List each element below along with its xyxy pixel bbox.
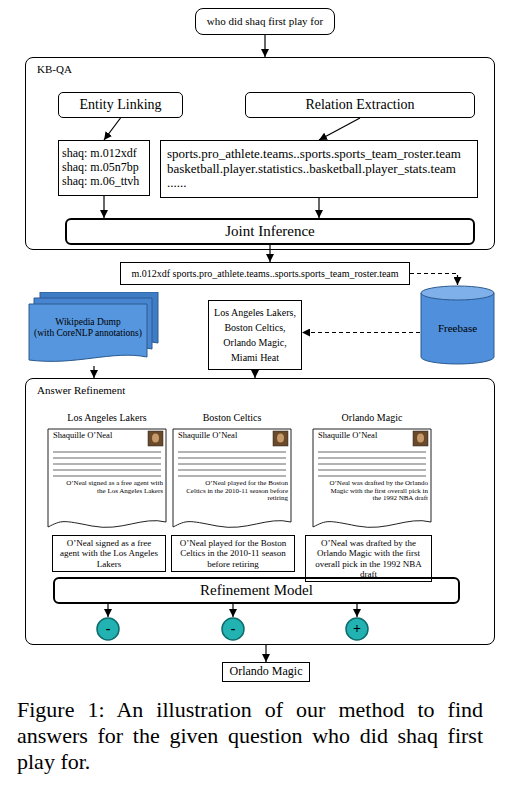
document-page-outline	[48, 429, 166, 527]
relation-list: sports.pro_athlete.teams..sports.sports_…	[167, 147, 471, 192]
score-sign: -	[231, 622, 236, 636]
arrow-connector	[103, 196, 104, 218]
text-holder: -	[96, 617, 120, 641]
arrow-connector	[318, 198, 319, 218]
dashed-connector	[410, 274, 458, 286]
arrow-connector	[356, 604, 357, 617]
document-text: O’Neal played for the Boston Celtics in …	[186, 480, 288, 503]
arrow-connector	[93, 366, 94, 378]
sentence-text: O’Neal was drafted by the Orlando Magic …	[309, 538, 428, 579]
document-page-outline	[313, 429, 431, 527]
result-box: m.012xdf sports.pro_athlete.teams..sport…	[120, 262, 410, 285]
document-text: O’Neal was drafted by the Orlando Magic …	[326, 480, 428, 503]
score-sign: -	[106, 622, 111, 636]
text-holder: Shaquille O’Neal	[318, 431, 410, 440]
answer-text: Orlando Magic	[230, 665, 303, 679]
document-page: Orlando MagicShaquille O’NealO’Neal was …	[312, 428, 432, 532]
answer-list: Los Angeles Lakers, Boston Celtics, Orla…	[212, 305, 298, 365]
score-disc	[222, 618, 244, 640]
arrow-connector	[264, 35, 265, 57]
arrow-connector	[269, 245, 270, 262]
entity-list: shaq: m.012xdf shaq: m.05n7bp shaq: m.06…	[62, 147, 146, 188]
text-holder: Orlando Magic	[292, 412, 452, 423]
text-holder: O’Neal played for the Boston Celtics in …	[186, 480, 288, 503]
document-page: Boston CelticsShaquille O’NealO’Neal pla…	[172, 428, 292, 532]
panel-heading: Answer Refinement	[37, 384, 483, 397]
question-text: who did shaq first play for	[207, 15, 323, 28]
score-sign: +	[353, 622, 361, 636]
document-text: Shaquille O’Neal	[53, 431, 145, 440]
stack-label: Wikipedia Dump	[55, 317, 120, 328]
document-text: Shaquille O’Neal	[178, 431, 270, 440]
document-stack: Wikipedia Dump(with CoreNLP annotations)	[28, 292, 160, 366]
process-box: Joint Inference	[65, 218, 475, 245]
answer-list-box: Los Angeles Lakers, Boston Celtics, Orla…	[208, 300, 302, 370]
score-disc	[97, 618, 119, 640]
arrow-connector	[107, 604, 108, 617]
arrow-connector	[232, 604, 233, 617]
process-label: Entity Linking	[79, 97, 161, 113]
sentence-text: O’Neal played for the Boston Celtics in …	[175, 538, 291, 569]
document-sheet	[29, 304, 147, 361]
answer-box: Orlando Magic	[222, 662, 310, 682]
dashed-connector	[302, 332, 420, 333]
sentence-text: O’Neal signed as a free agent with the L…	[56, 538, 162, 569]
document-text: Orlando Magic	[292, 412, 452, 423]
text-holder: Los Angeles Lakers	[27, 412, 187, 423]
arrow-connector	[104, 118, 121, 140]
text-holder: +	[345, 617, 369, 641]
text-holder: O’Neal was drafted by the Orlando Magic …	[326, 480, 428, 503]
module-panel: Entity Linking Relation Extraction shaq: m…	[25, 57, 495, 250]
text-holder: -	[221, 617, 245, 641]
module-panel: Los Angeles LakersShaquille O’NealO’Neal…	[25, 378, 495, 645]
result-text: m.012xdf sports.pro_athlete.teams..sport…	[131, 268, 398, 280]
text-holder: Boston Celtics	[152, 412, 312, 423]
score-disc	[346, 618, 368, 640]
text-holder: Shaquille O’Neal	[53, 431, 145, 440]
arrow-connector	[319, 118, 360, 140]
document-text: Boston Celtics	[152, 412, 312, 423]
text-holder: O’Neal signed as a free agent with the L…	[61, 480, 163, 495]
document-text: Los Angeles Lakers	[27, 412, 187, 423]
question-box: who did shaq first play for	[195, 8, 335, 35]
entity-list-box: shaq: m.012xdf shaq: m.05n7bp shaq: m.06…	[58, 140, 150, 196]
sentence-box: O’Neal was drafted by the Orlando Magic …	[305, 535, 432, 582]
text-holder: Freebase	[420, 301, 495, 355]
process-box: Refinement Model	[53, 577, 460, 604]
sentence-box: O’Neal played for the Boston Celtics in …	[171, 535, 295, 572]
document-text: Shaquille O’Neal	[318, 431, 410, 440]
panel-heading: KB-QA	[37, 63, 483, 76]
score-circle: -	[96, 617, 120, 641]
text-holder: Shaquille O’Neal	[178, 431, 270, 440]
process-label: Relation Extraction	[305, 97, 414, 113]
arrow-connector	[265, 645, 266, 662]
document-text: O’Neal signed as a free agent with the L…	[61, 480, 163, 495]
document-page: Los Angeles LakersShaquille O’NealO’Neal…	[47, 428, 167, 532]
process-label: Joint Inference	[225, 223, 315, 240]
cylinder-body	[421, 293, 494, 364]
text-holder: Wikipedia Dump(with CoreNLP annotations)	[30, 308, 146, 348]
sentence-box: O’Neal signed as a free agent with the L…	[52, 535, 166, 572]
document-page-outline	[173, 429, 291, 527]
arrow-connector	[254, 370, 255, 378]
process-box: Entity Linking	[58, 92, 183, 118]
process-box: Relation Extraction	[245, 92, 475, 118]
process-label: Refinement Model	[200, 582, 313, 599]
figure-caption: Figure 1: An illustration of our method …	[17, 697, 483, 775]
score-circle: -	[221, 617, 245, 641]
cylinder-top	[421, 286, 494, 300]
relation-list-box: sports.pro_athlete.teams..sports.sports_…	[160, 140, 478, 198]
stack-label: (with CoreNLP annotations)	[34, 328, 142, 339]
database-label: Freebase	[438, 322, 477, 335]
database-cylinder: Freebase	[420, 285, 495, 365]
score-circle: +	[345, 617, 369, 641]
